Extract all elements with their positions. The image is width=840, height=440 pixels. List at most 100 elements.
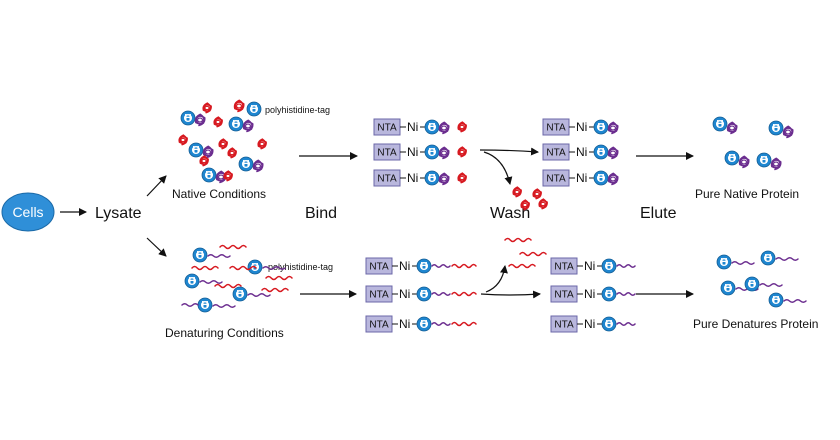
his-tag-bead-icon: H — [201, 167, 217, 183]
unfolded-contaminant-icon — [451, 263, 477, 269]
contaminant-protein-icon — [457, 172, 467, 184]
unfolded-contaminant-icon — [508, 263, 536, 269]
his-tag-letter: H — [428, 122, 435, 133]
contaminant-protein-icon — [213, 116, 223, 128]
unfolded-chain-icon — [431, 322, 451, 326]
his-tag-letter: H — [597, 173, 604, 184]
his-tag-bead-icon: H — [184, 273, 200, 289]
his-tag-bead-icon: H — [424, 170, 440, 186]
polyhistidine-tag-label-denaturing: polyhistidine-tag — [268, 262, 333, 272]
his-tag-bead-icon: H — [724, 150, 740, 166]
folded-protein-icon — [726, 121, 738, 135]
unfolded-chain-icon — [199, 280, 223, 284]
contaminant-protein-icon — [257, 138, 267, 150]
his-tag-letter: H — [772, 295, 779, 306]
folded-protein-icon — [438, 172, 450, 186]
his-tag-bead-icon: H — [720, 280, 736, 296]
folded-protein-icon — [738, 155, 750, 169]
unfolded-chain-icon — [616, 264, 636, 268]
folded-protein-icon — [438, 146, 450, 160]
unfolded-chain-icon — [731, 261, 755, 265]
ni-label: Ni — [584, 259, 595, 273]
native-wash-arrow — [479, 147, 539, 156]
contaminant-protein-icon — [538, 198, 548, 210]
folded-protein-icon — [242, 119, 254, 133]
his-tag-bead-icon: H — [246, 101, 262, 117]
his-tag-letter: H — [605, 319, 612, 330]
unfolded-chain-icon — [262, 266, 286, 270]
native-branch-arrow — [146, 175, 167, 197]
his-tag-bead-icon: H — [424, 119, 440, 135]
his-tag-letter: H — [764, 253, 771, 264]
his-tag-bead-icon: H — [180, 110, 196, 126]
contaminant-protein-icon — [199, 155, 209, 167]
unfolded-chain-icon — [616, 292, 636, 296]
nta-label: NTA — [369, 262, 389, 273]
native-conditions-label: Native Conditions — [172, 187, 266, 201]
his-tag-letter: H — [188, 276, 195, 287]
his-tag-letter: H — [250, 104, 257, 115]
his-tag-letter: H — [192, 145, 199, 156]
his-tag-letter: H — [720, 257, 727, 268]
his-tag-bead-icon: H — [232, 286, 248, 302]
nta-ni-his-complex: NTA Ni — [550, 315, 602, 333]
nta-label: NTA — [554, 320, 574, 331]
his-tag-bead-icon: H — [192, 247, 208, 263]
his-tag-letter: H — [760, 155, 767, 166]
nta-label: NTA — [546, 174, 566, 185]
his-tag-letter: H — [716, 119, 723, 130]
his-tag-letter: H — [236, 289, 243, 300]
ni-label: Ni — [584, 317, 595, 331]
elute-label: Elute — [640, 205, 677, 222]
his-tag-letter: H — [728, 153, 735, 164]
folded-protein-icon — [194, 113, 206, 127]
his-tag-letter: H — [242, 159, 249, 170]
his-tag-bead-icon: H — [712, 116, 728, 132]
his-tag-letter: H — [772, 123, 779, 134]
ni-label: Ni — [407, 120, 418, 134]
unfolded-chain-icon — [431, 264, 451, 268]
his-tag-bead-icon: H — [768, 292, 784, 308]
ni-label: Ni — [399, 259, 410, 273]
contaminant-protein-icon — [457, 121, 467, 133]
unfolded-chain-icon — [247, 293, 271, 297]
unfolded-contaminant-icon — [519, 251, 547, 257]
pure-native-protein-label: Pure Native Protein — [695, 187, 799, 201]
unfolded-contaminant-icon — [451, 291, 477, 297]
his-tag-bead-icon: H — [593, 170, 609, 186]
his-tag-letter: H — [420, 289, 427, 300]
unfolded-contaminant-icon — [261, 287, 289, 293]
nta-ni-his-complex: NTA Ni — [365, 257, 417, 275]
polyhistidine-tag-label-native: polyhistidine-tag — [265, 105, 330, 115]
his-tag-bead-icon: H — [601, 286, 617, 302]
folded-protein-icon — [607, 172, 619, 186]
ni-label: Ni — [576, 171, 587, 185]
his-tag-bead-icon: H — [756, 152, 772, 168]
unfolded-chain-icon — [207, 254, 231, 258]
nta-label: NTA — [377, 148, 397, 159]
nta-ni-his-complex: NTA Ni — [542, 169, 594, 187]
unfolded-chain-icon — [212, 304, 236, 308]
unfolded-chain-icon — [431, 292, 451, 296]
contaminant-protein-icon — [512, 186, 522, 198]
his-tag-letter: H — [724, 283, 731, 294]
wash-label: Wash — [490, 205, 530, 222]
unfolded-contaminant-icon — [265, 275, 293, 281]
ni-label: Ni — [399, 287, 410, 301]
ni-label: Ni — [576, 145, 587, 159]
ni-label: Ni — [407, 145, 418, 159]
folded-protein-icon — [770, 157, 782, 171]
his-tag-letter: H — [428, 147, 435, 158]
his-tag-letter: H — [205, 170, 212, 181]
his-tag-letter: H — [428, 173, 435, 184]
unfolded-chain-icon — [775, 257, 799, 261]
folded-protein-icon — [607, 146, 619, 160]
his-tag-letter: H — [184, 113, 191, 124]
his-tag-letter: H — [597, 147, 604, 158]
denaturing-conditions-label: Denaturing Conditions — [165, 326, 284, 340]
